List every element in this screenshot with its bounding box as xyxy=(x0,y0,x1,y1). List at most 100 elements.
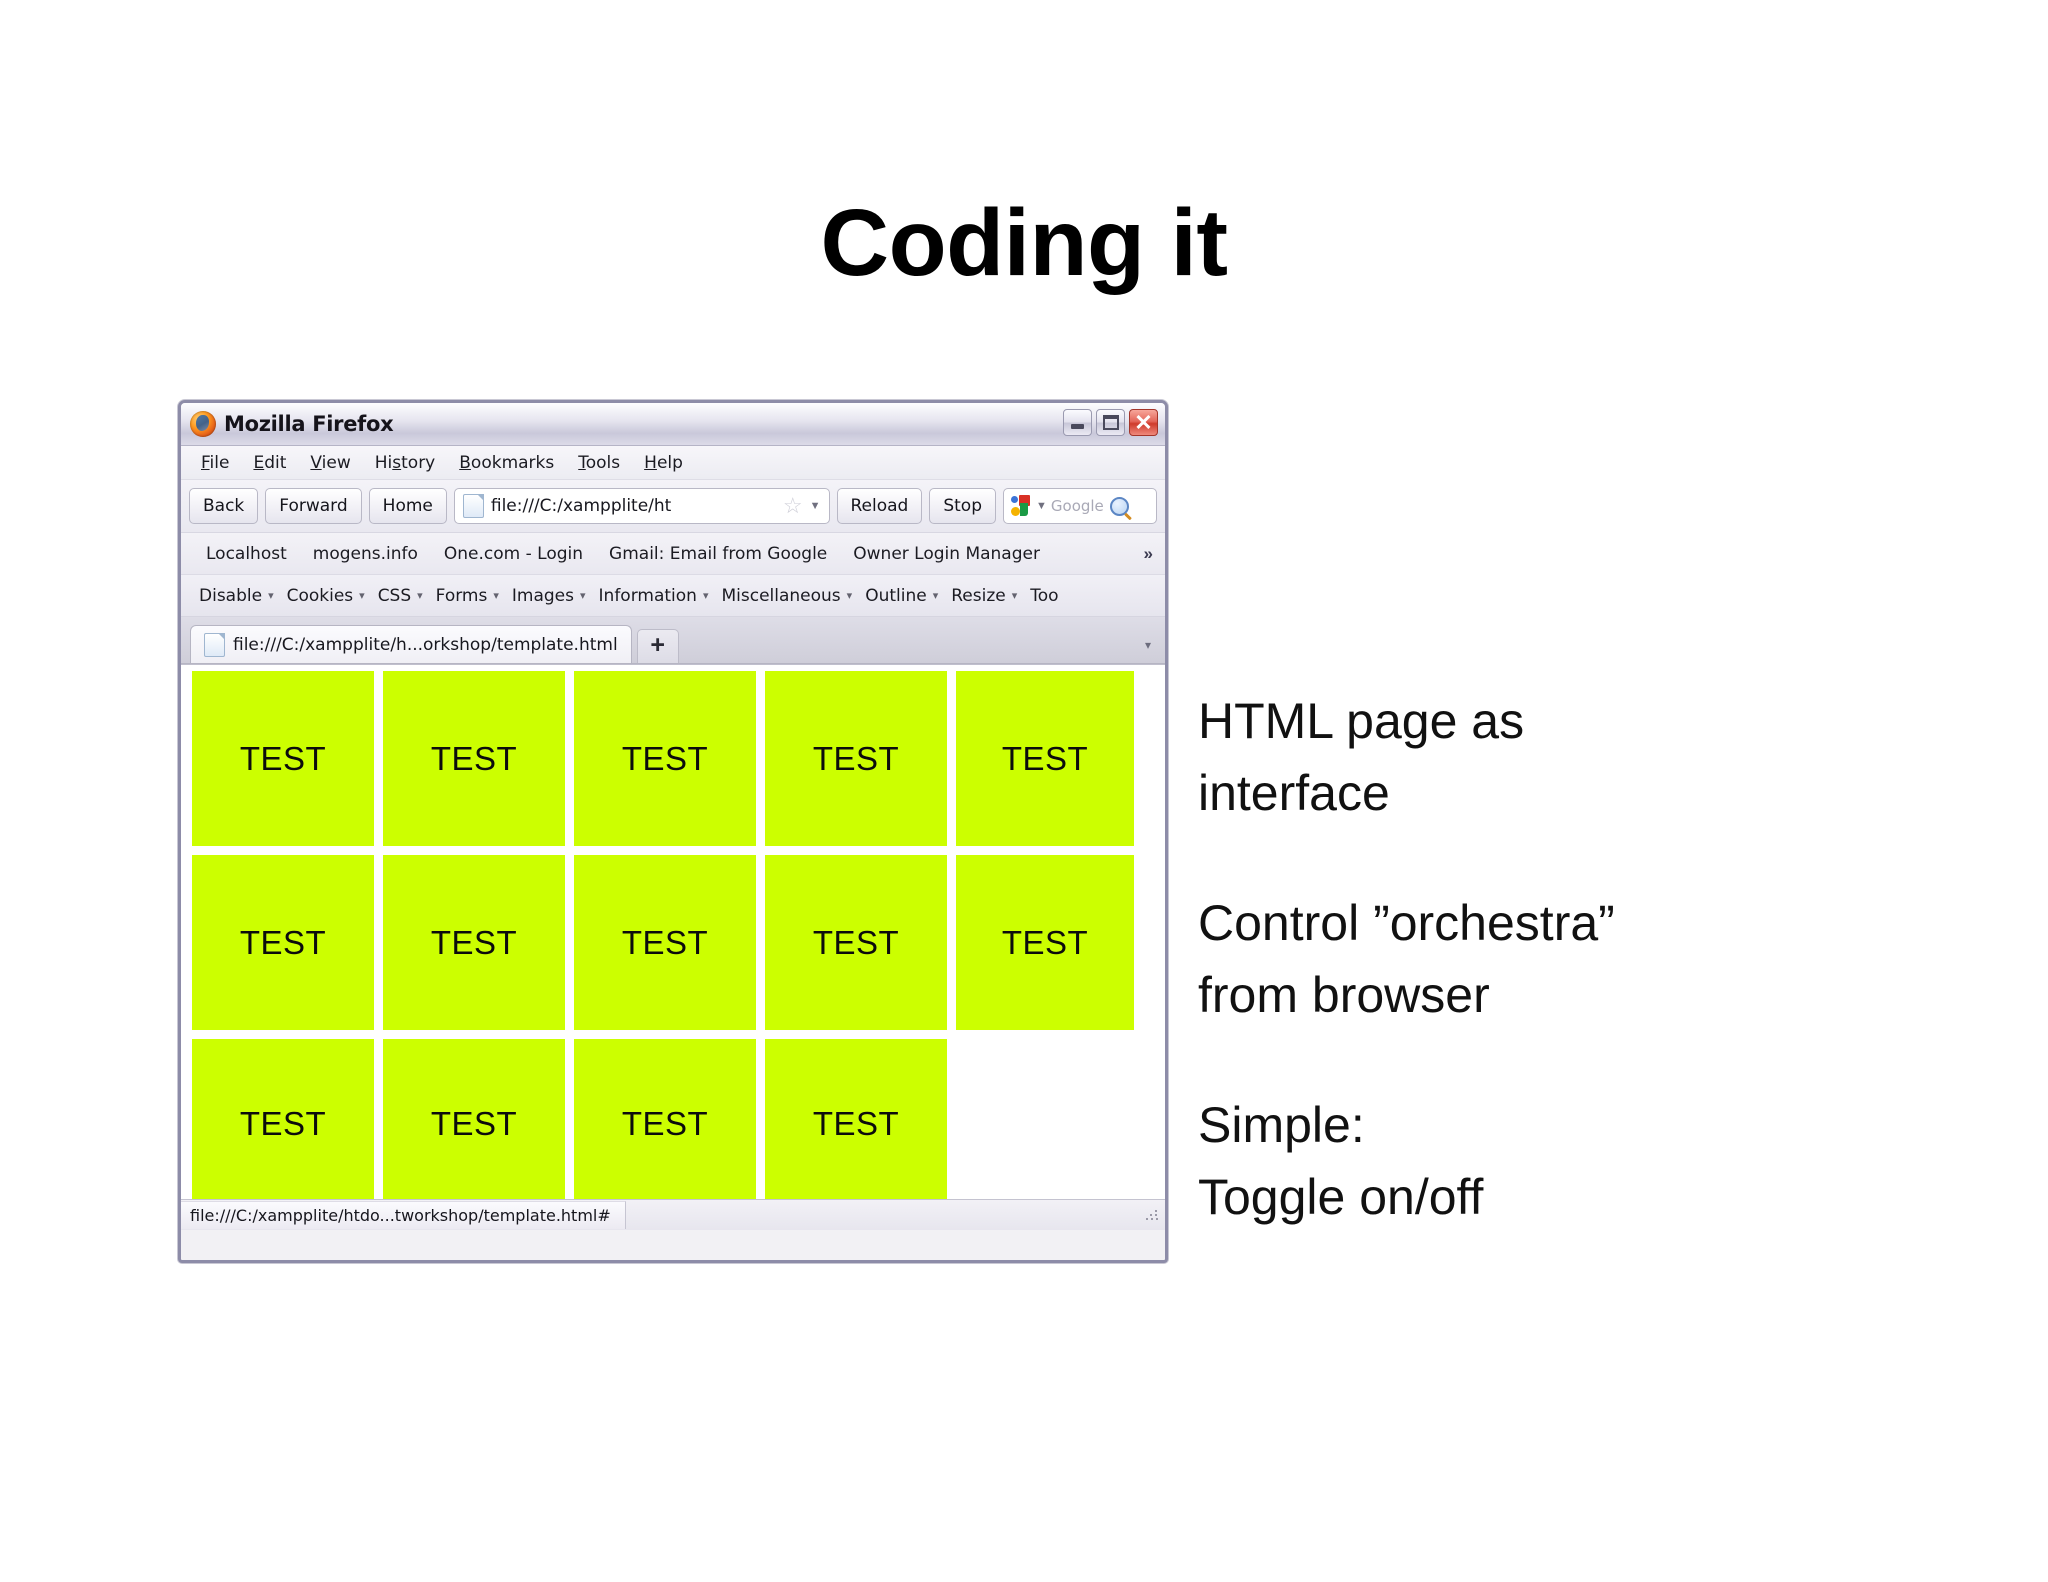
bookmark-owner-login-manager[interactable]: Owner Login Manager xyxy=(853,543,1040,564)
tab-strip: file:///C:/xampplite/h...orkshop/templat… xyxy=(181,617,1165,664)
menu-mnemonic: E xyxy=(253,452,265,473)
test-tile[interactable]: TEST xyxy=(956,671,1134,846)
devtool-forms[interactable]: Forms▾ xyxy=(428,584,504,608)
search-icon[interactable] xyxy=(1109,496,1129,516)
bullet-spacer xyxy=(1198,1031,1758,1089)
test-tile[interactable]: TEST xyxy=(383,1039,565,1209)
test-tile[interactable]: TEST xyxy=(383,671,565,846)
menu-item-tools[interactable]: Tools xyxy=(566,450,632,476)
browser-window: Mozilla Firefox ✕ File Edit View History… xyxy=(178,400,1168,1263)
tile-row: TEST TEST TEST TEST TEST xyxy=(192,671,1165,846)
home-button[interactable]: Home xyxy=(368,488,447,524)
tile-row: TEST TEST TEST TEST xyxy=(192,1039,1165,1209)
devtool-label: Miscellaneous xyxy=(721,585,841,606)
devtool-label: Resize xyxy=(951,585,1006,606)
chevron-down-icon: ▾ xyxy=(580,589,586,602)
bookmark-one-com-login[interactable]: One.com - Login xyxy=(443,543,584,564)
bullet-line-4: from browser xyxy=(1198,967,1490,1023)
chevron-down-icon: ▾ xyxy=(932,589,939,602)
window-title: Mozilla Firefox xyxy=(224,412,394,436)
back-button[interactable]: Back xyxy=(189,488,259,524)
bookmarks-overflow-icon[interactable]: » xyxy=(1143,543,1153,563)
test-tile[interactable]: TEST xyxy=(383,855,565,1030)
test-tile[interactable]: TEST xyxy=(192,855,374,1030)
bullet-line-5: Simple: xyxy=(1198,1097,1365,1153)
test-tile[interactable]: TEST xyxy=(765,855,947,1030)
menu-mnemonic: B xyxy=(459,452,471,473)
menu-item-history[interactable]: History xyxy=(363,450,448,476)
devtool-information[interactable]: Information ▾ xyxy=(591,584,714,608)
devtool-images[interactable]: Images ▾ xyxy=(504,584,591,608)
devtool-label: CSS xyxy=(377,585,412,606)
bookmarks-toolbar: Localhost mogens.info One.com - Login Gm… xyxy=(181,533,1165,575)
reload-button[interactable]: Reload xyxy=(836,488,923,524)
devtool-miscellaneous[interactable]: Miscellaneous ▾ xyxy=(713,584,857,608)
chevron-down-icon: ▾ xyxy=(846,589,853,602)
bookmark-star-icon[interactable]: ☆ xyxy=(782,493,803,518)
devtool-label: Cookies xyxy=(286,585,354,606)
chevron-down-icon: ▾ xyxy=(1011,589,1018,602)
devtool-css[interactable]: CSS ▾ xyxy=(370,584,428,608)
tab-template-html[interactable]: file:///C:/xampplite/h...orkshop/templat… xyxy=(190,625,632,663)
bullet-text-block: HTML page as interface Control ”orchestr… xyxy=(1198,685,1758,1233)
address-input[interactable]: file:///C:/xampplite/ht xyxy=(490,496,672,516)
menu-item-help-rest: elp xyxy=(656,452,683,473)
menu-item-edit[interactable]: Edit xyxy=(241,450,298,476)
tab-title: file:///C:/xampplite/h...orkshop/templat… xyxy=(233,634,618,655)
forward-button[interactable]: Forward xyxy=(265,488,362,524)
maximize-button[interactable] xyxy=(1096,409,1125,436)
page-title: Coding it xyxy=(820,190,1228,296)
minimize-button[interactable] xyxy=(1063,409,1092,436)
menu-item-bookmarks[interactable]: Bookmarks xyxy=(447,450,566,476)
devtool-outline[interactable]: Outline▾ xyxy=(857,584,943,608)
resize-grip-icon[interactable] xyxy=(1145,1208,1159,1222)
page-icon xyxy=(462,494,484,518)
status-bar: file:///C:/xampplite/htdo...tworkshop/te… xyxy=(181,1199,1165,1230)
devtool-disable[interactable]: Disable▾ xyxy=(191,584,279,608)
bookmark-mogens-info[interactable]: mogens.info xyxy=(312,543,418,564)
devtool-tools[interactable]: Too xyxy=(1022,584,1063,608)
devtool-label: Images xyxy=(511,585,574,606)
bookmark-gmail[interactable]: Gmail: Email from Google xyxy=(609,543,828,564)
menu-bar: File Edit View History Bookmarks Tools H… xyxy=(181,446,1165,480)
chevron-down-icon[interactable]: ▼ xyxy=(809,500,821,512)
test-tile[interactable]: TEST xyxy=(192,671,374,846)
tab-list-chevron-icon[interactable]: ▾ xyxy=(1144,638,1151,652)
devtool-label: Information xyxy=(598,585,697,606)
google-icon xyxy=(1010,495,1032,517)
navigation-toolbar: Back Forward Home file:///C:/xampplite/h… xyxy=(181,480,1165,533)
maximize-icon xyxy=(1103,415,1119,430)
chevron-down-icon[interactable]: ▼ xyxy=(1036,500,1047,512)
test-tile[interactable]: TEST xyxy=(765,671,947,846)
test-tile[interactable]: TEST xyxy=(192,1039,374,1209)
menu-item-file[interactable]: File xyxy=(189,450,241,476)
tile-row: TEST TEST TEST TEST TEST xyxy=(192,855,1165,1030)
bookmark-localhost[interactable]: Localhost xyxy=(206,543,287,564)
new-tab-button[interactable]: + xyxy=(636,629,679,663)
address-bar[interactable]: file:///C:/xampplite/ht ☆ ▼ xyxy=(453,488,830,524)
chevron-down-icon: ▾ xyxy=(702,589,709,602)
search-input[interactable]: Google xyxy=(1050,497,1104,515)
menu-item-tools-rest: ools xyxy=(585,452,621,473)
devtool-cookies[interactable]: Cookies▾ xyxy=(279,584,370,608)
menu-item-help[interactable]: Help xyxy=(632,450,695,476)
test-tile[interactable]: TEST xyxy=(956,855,1134,1030)
menu-mnemonic: H xyxy=(644,452,657,473)
test-tile[interactable]: TEST xyxy=(574,1039,756,1209)
menu-item-view[interactable]: View xyxy=(298,450,362,476)
chevron-down-icon: ▾ xyxy=(493,589,499,602)
test-tile[interactable]: TEST xyxy=(574,855,756,1030)
chevron-down-icon: ▾ xyxy=(417,589,423,602)
stop-button[interactable]: Stop xyxy=(929,488,996,524)
devtool-resize[interactable]: Resize ▾ xyxy=(943,584,1022,608)
window-controls: ✕ xyxy=(1063,409,1158,436)
test-tile[interactable]: TEST xyxy=(765,1039,947,1209)
close-button[interactable]: ✕ xyxy=(1129,409,1158,436)
menu-item-bookmarks-rest: ookmarks xyxy=(470,452,555,473)
search-box[interactable]: ▼ Google xyxy=(1003,488,1157,524)
bullet-line-6: Toggle on/off xyxy=(1198,1169,1484,1225)
test-tile[interactable]: TEST xyxy=(574,671,756,846)
page-icon xyxy=(204,632,225,657)
menu-item-view-rest: iew xyxy=(321,452,351,473)
menu-item-edit-rest: dit xyxy=(264,452,287,473)
